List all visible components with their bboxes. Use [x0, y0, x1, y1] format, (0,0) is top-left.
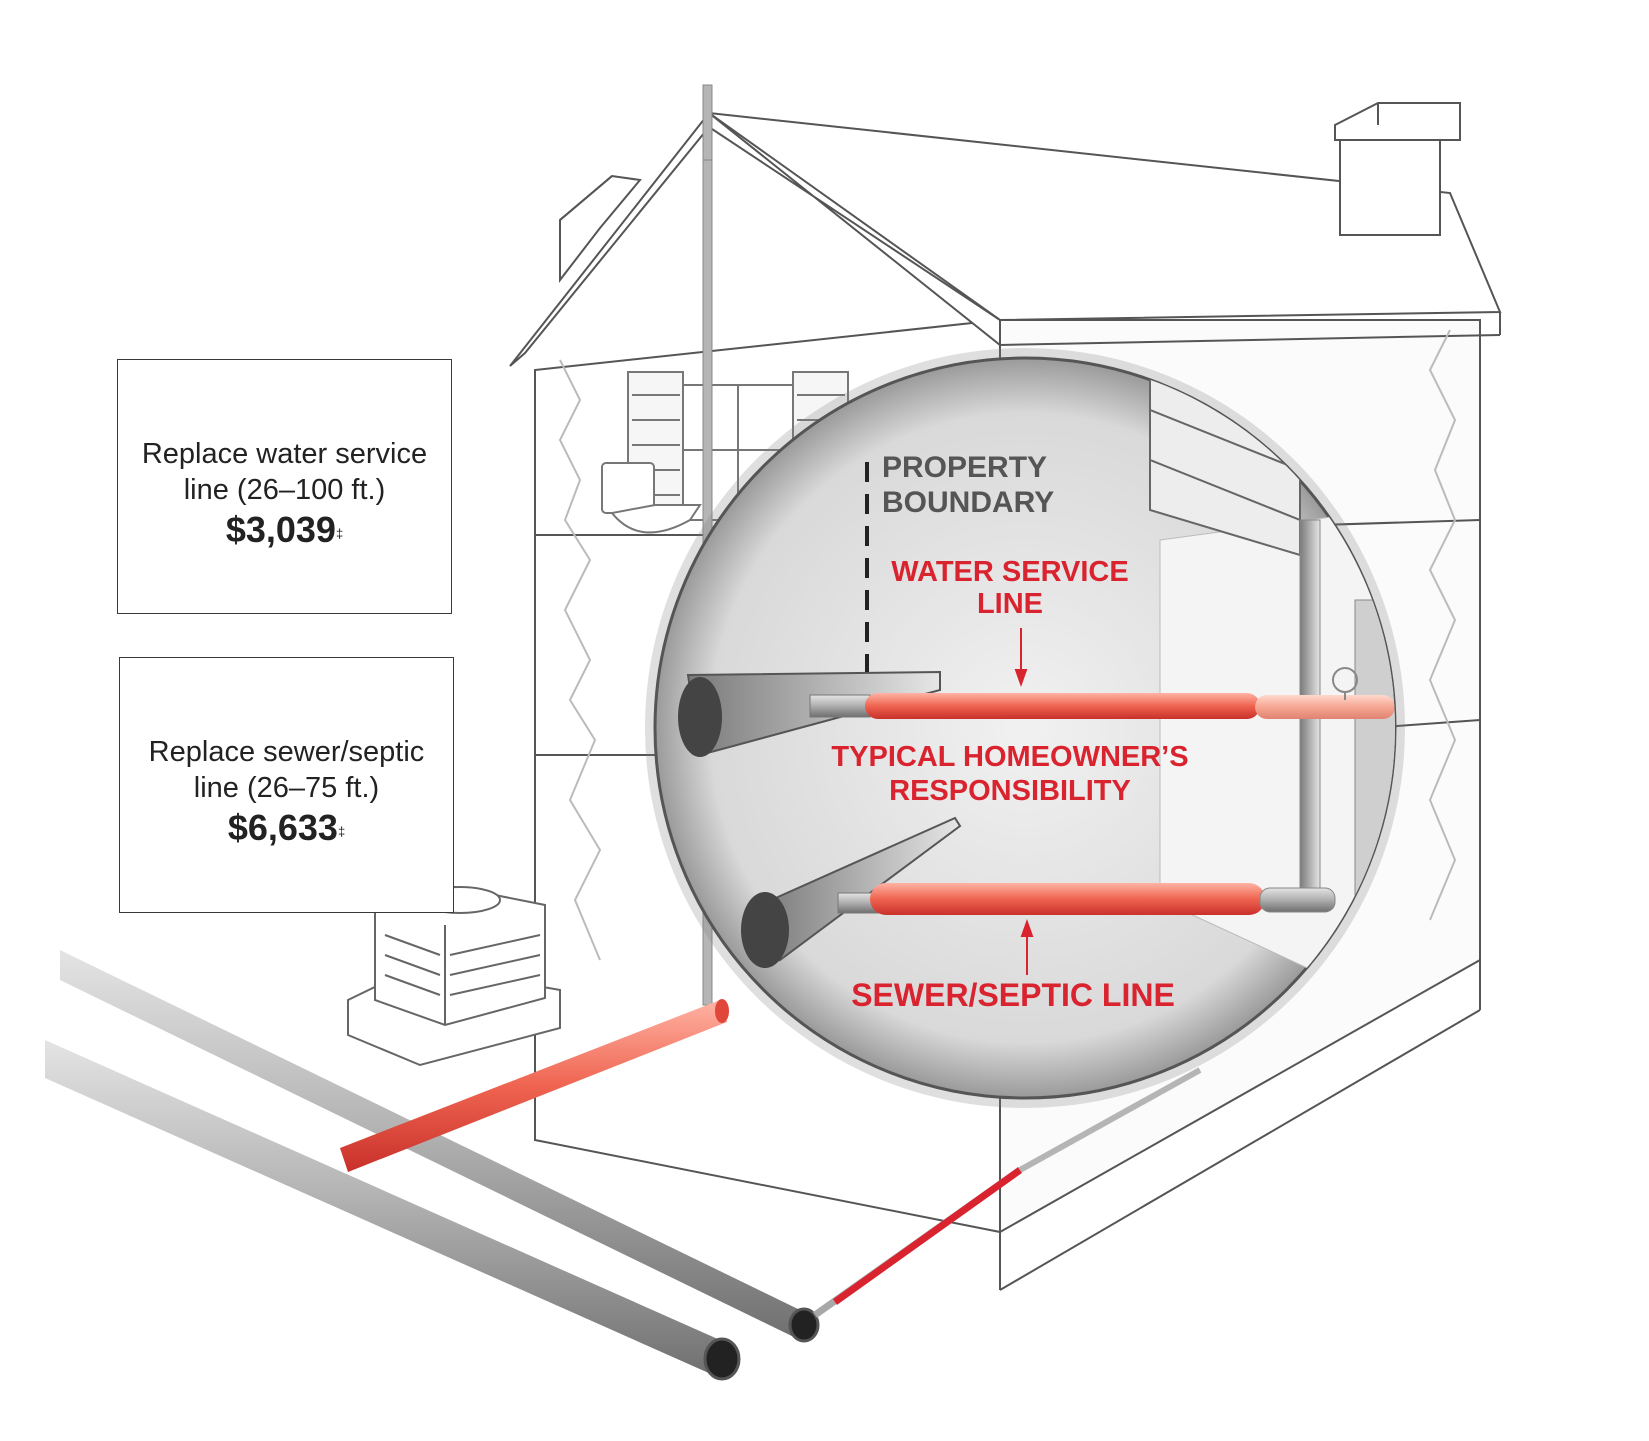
callout-description: line (26–100 ft.) — [183, 474, 386, 506]
water-line-arrow — [1014, 628, 1028, 687]
callout-description: Replace water service — [141, 438, 428, 470]
street-pipes — [45, 950, 820, 1381]
water-service-line-exterior — [340, 999, 729, 1172]
callout-description: Replace sewer/septic — [148, 736, 425, 768]
water-service-line-label: WATER SERVICE LINE — [891, 556, 1129, 620]
magnified-view — [645, 348, 1405, 1108]
sewer-line-arrow — [1020, 919, 1034, 975]
water-service-line-pipe — [865, 693, 1260, 719]
callout-price: $6,633‡ — [227, 807, 346, 848]
valve-icon — [1332, 667, 1358, 700]
callout-description: line (26–75 ft.) — [193, 772, 380, 804]
water-line-cost-callout: Replace water service line (26–100 ft.) … — [117, 359, 452, 614]
sewer-line-cost-callout: Replace sewer/septic line (26–75 ft.) $6… — [119, 657, 454, 913]
homeowner-responsibility-label: TYPICAL HOMEOWNER’S RESPONSIBILITY — [831, 741, 1189, 807]
sewer-septic-line-label: SEWER/SEPTIC LINE — [851, 977, 1175, 1013]
property-boundary-label: PROPERTY BOUNDARY — [882, 451, 1055, 519]
sewer-line-pipe — [870, 883, 1265, 915]
callout-price: $3,039‡ — [225, 509, 344, 550]
sewer-line-exterior — [812, 1067, 1202, 1318]
ac-unit — [347, 883, 561, 1067]
toilet — [601, 462, 702, 534]
